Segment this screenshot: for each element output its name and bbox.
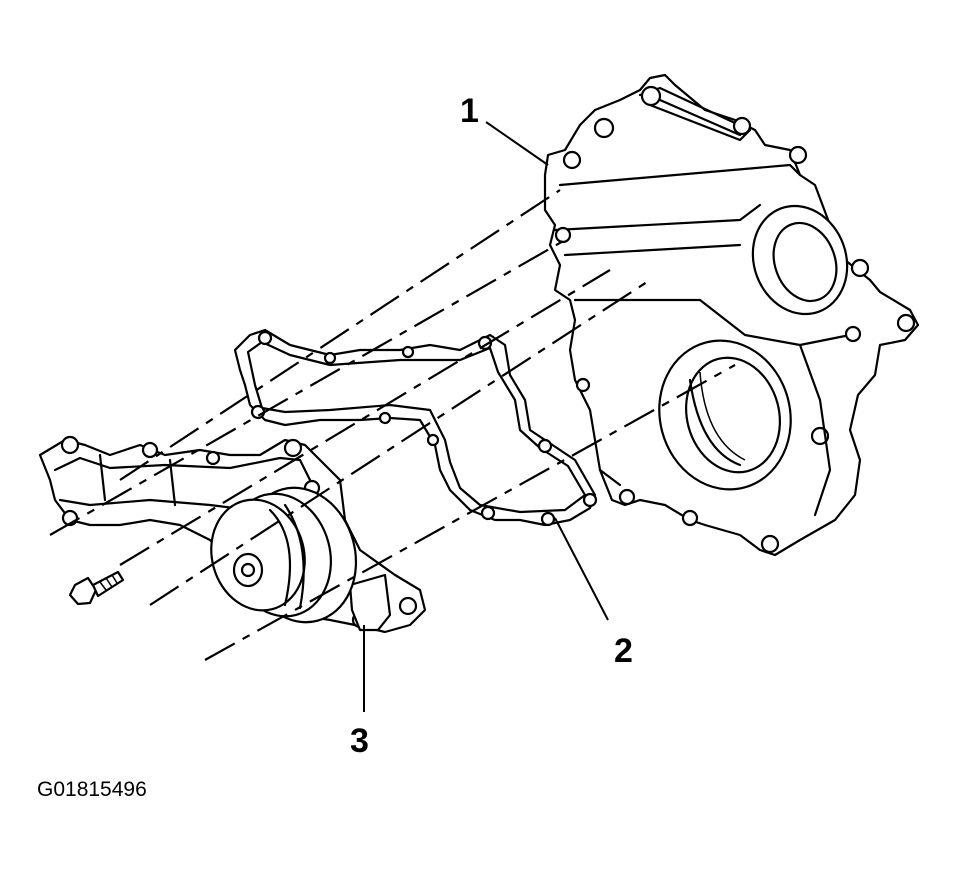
leader-lines [363, 121, 609, 712]
alignment-lines [49, 189, 736, 661]
pump-bolt [68, 570, 125, 606]
figure-id: G01815496 [37, 778, 147, 801]
water-pump-gasket [233, 328, 598, 527]
callout-3: 3 [350, 722, 369, 760]
water-pump [38, 435, 427, 634]
callout-1: 1 [460, 92, 479, 130]
callout-2: 2 [614, 632, 633, 670]
engine-front-cover [543, 73, 920, 557]
